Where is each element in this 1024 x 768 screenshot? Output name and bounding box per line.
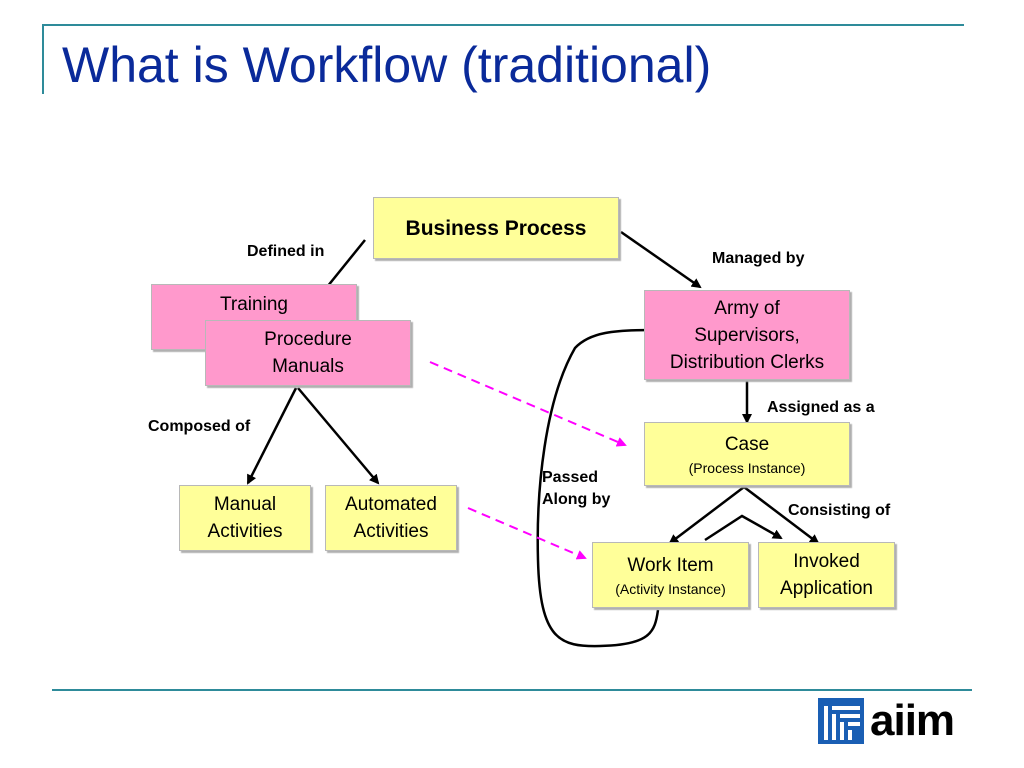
node-automated-activities-line-2: Activities bbox=[353, 521, 429, 542]
edge-label-managed-by: Managed by bbox=[712, 250, 805, 267]
node-training: Training bbox=[151, 284, 357, 350]
node-case-label: Case bbox=[724, 433, 770, 455]
header-rule-horizontal bbox=[42, 24, 964, 26]
node-army-line-3: Distribution Clerks bbox=[669, 351, 825, 373]
node-training-label: Training bbox=[220, 294, 288, 315]
node-invoked-application: Invoked Application bbox=[758, 542, 895, 608]
node-procedure-manuals-line-2: Manuals bbox=[272, 356, 344, 377]
node-case-sublabel: (Process Instance) bbox=[688, 459, 806, 476]
node-work-item: Work Item (Activity Instance) bbox=[592, 542, 749, 608]
slide-title: What is Workflow (traditional) bbox=[62, 37, 712, 93]
edge-case-to-invoked bbox=[743, 486, 820, 545]
edge-case-to-work-item bbox=[668, 486, 745, 545]
node-invoked-application-line-2: Application bbox=[780, 578, 873, 599]
mapping-arrow-activities-to-work-item bbox=[467, 507, 587, 560]
edge-composed-of-manual bbox=[246, 387, 298, 485]
node-manual-activities-line-2: Activities bbox=[207, 521, 283, 542]
node-work-item-sublabel: (Activity Instance) bbox=[615, 580, 726, 597]
edge-label-passed-along-by: Passed Along by bbox=[542, 467, 610, 511]
mapping-arrow-manuals-to-case bbox=[429, 361, 627, 447]
node-business-process: Business Process bbox=[373, 197, 619, 259]
edge-passed-along-by bbox=[536, 325, 660, 648]
node-army-of-supervisors: Army of Supervisors, Distribution Clerks bbox=[644, 290, 850, 380]
edge-label-passed-along-by-line-2: Along by bbox=[542, 491, 611, 508]
node-automated-activities-line-1: Automated bbox=[345, 494, 437, 515]
node-automated-activities: Automated Activities bbox=[325, 485, 457, 551]
aiim-logo-text: aiim bbox=[870, 696, 955, 745]
header-rule-vertical bbox=[42, 24, 44, 94]
node-invoked-application-line-1: Invoked bbox=[793, 551, 860, 572]
node-work-item-label: Work Item bbox=[627, 554, 714, 576]
edge-label-consisting-of: Consisting of bbox=[788, 502, 891, 519]
node-army-line-1: Army of bbox=[714, 297, 780, 319]
edge-work-item-invokes bbox=[704, 514, 783, 542]
aiim-logo-icon bbox=[818, 698, 864, 744]
edge-label-defined-in: Defined in bbox=[247, 243, 325, 260]
node-manual-activities-line-1: Manual bbox=[213, 494, 277, 515]
node-manual-activities: Manual Activities bbox=[179, 485, 311, 551]
edge-composed-of-automated bbox=[297, 387, 380, 485]
node-procedure-manuals: Procedure Manuals bbox=[205, 320, 411, 386]
aiim-logo: aiim bbox=[818, 696, 955, 745]
node-case: Case (Process Instance) bbox=[644, 422, 850, 486]
edge-managed-by bbox=[620, 230, 702, 289]
node-business-process-label: Business Process bbox=[405, 216, 587, 240]
edge-label-passed-along-by-line-1: Passed bbox=[542, 469, 599, 486]
footer-rule bbox=[52, 689, 972, 691]
edge-label-composed-of: Composed of bbox=[148, 418, 251, 435]
node-army-line-2: Supervisors, bbox=[694, 324, 800, 346]
node-procedure-manuals-line-1: Procedure bbox=[264, 329, 352, 350]
edge-label-assigned-as-a: Assigned as a bbox=[767, 399, 875, 416]
